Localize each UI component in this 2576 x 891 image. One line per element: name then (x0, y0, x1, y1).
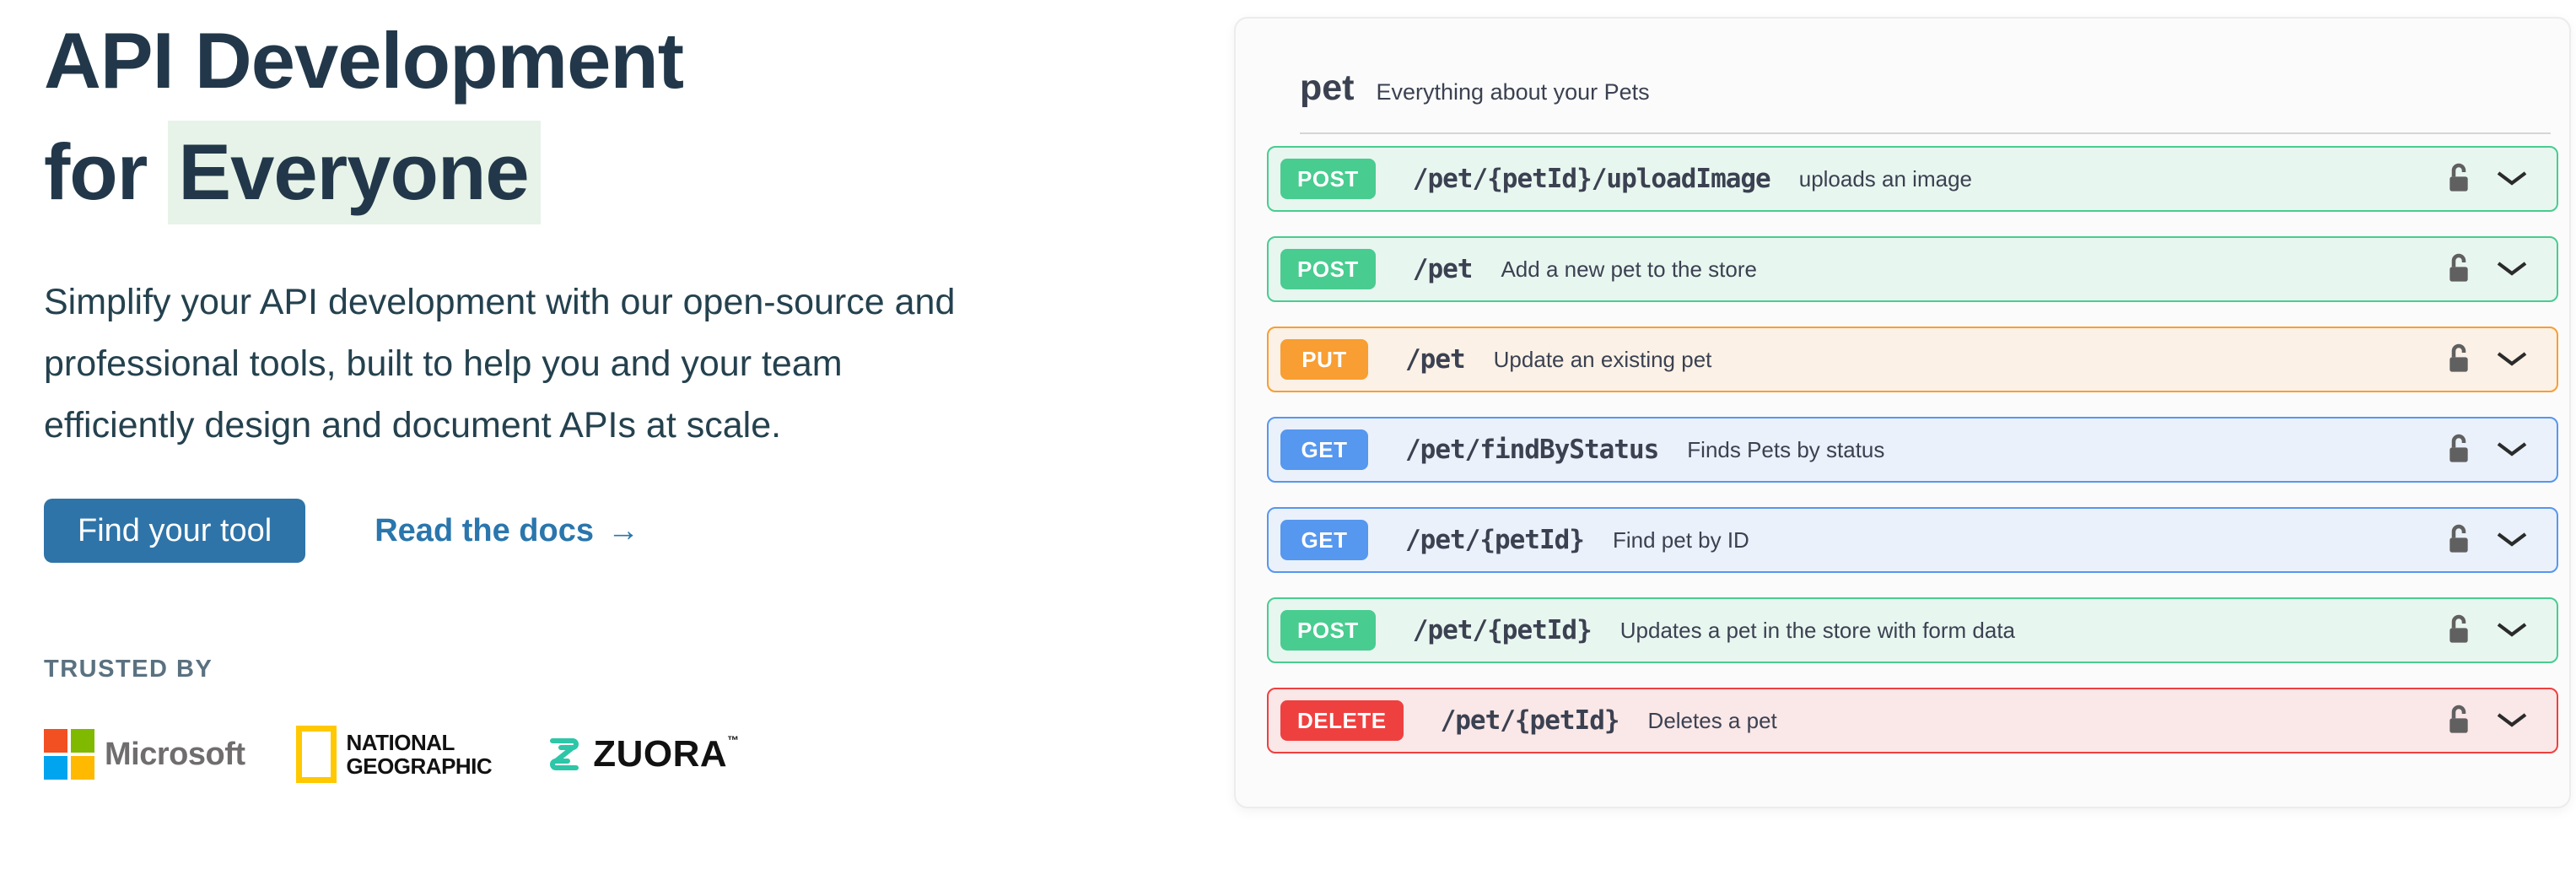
unlock-icon[interactable] (2445, 523, 2472, 557)
natgeo-line2: GEOGRAPHIC (346, 753, 493, 779)
endpoint-row-icons (2445, 704, 2557, 737)
http-method-badge: DELETE (1280, 700, 1404, 741)
unlock-icon[interactable] (2445, 252, 2472, 286)
api-tag-description: Everything about your Pets (1376, 79, 1650, 105)
chevron-down-icon[interactable] (2496, 441, 2528, 458)
chevron-down-icon[interactable] (2496, 170, 2528, 187)
unlock-icon[interactable] (2445, 704, 2472, 737)
read-the-docs-label: Read the docs (375, 512, 594, 548)
endpoint-row-icons (2445, 252, 2557, 286)
endpoint-row-icons (2445, 343, 2557, 376)
endpoint-row[interactable]: POST /pet/{petId} Updates a pet in the s… (1267, 597, 2558, 663)
chevron-down-icon[interactable] (2496, 532, 2528, 548)
endpoint-path: /pet/{petId} (1405, 525, 1585, 555)
endpoint-row[interactable]: GET /pet/findByStatus Finds Pets by stat… (1267, 417, 2558, 483)
find-your-tool-button[interactable]: Find your tool (44, 499, 306, 563)
http-method-badge: GET (1280, 429, 1368, 470)
api-tag-header: pet Everything about your Pets (1236, 19, 2569, 109)
natgeo-frame-icon (295, 726, 337, 783)
natgeo-line1: NATIONAL (346, 730, 455, 755)
title-line-1: API Development (44, 16, 684, 105)
endpoint-summary: uploads an image (1798, 165, 1972, 192)
http-method-badge: POST (1280, 249, 1376, 289)
read-the-docs-link[interactable]: Read the docs → (375, 513, 639, 549)
endpoints-list: POST /pet/{petId}/uploadImage uploads an… (1267, 146, 2558, 753)
hero-section: API Development for Everyone Simplify yo… (44, 0, 1191, 783)
unlock-icon[interactable] (2445, 343, 2472, 376)
endpoint-path: /pet/{petId} (1440, 705, 1620, 736)
chevron-down-icon[interactable] (2496, 351, 2528, 368)
microsoft-wordmark: Microsoft (105, 736, 245, 772)
endpoint-path: /pet (1405, 344, 1466, 375)
zuora-wordmark: ZUORA™ (593, 733, 739, 775)
endpoint-summary: Update an existing pet (1493, 346, 1712, 372)
zuora-glyph-icon (550, 738, 579, 770)
unlock-icon[interactable] (2445, 433, 2472, 467)
arrow-right-icon: → (606, 512, 639, 548)
http-method-badge: PUT (1280, 339, 1368, 380)
endpoint-row[interactable]: GET /pet/{petId} Find pet by ID (1267, 507, 2558, 573)
http-method-badge: GET (1280, 520, 1368, 560)
hero-description: Simplify your API development with our o… (44, 282, 956, 446)
chevron-down-icon[interactable] (2496, 712, 2528, 729)
divider (1300, 132, 2551, 134)
chevron-down-icon[interactable] (2496, 261, 2528, 278)
endpoint-row-icons (2445, 433, 2557, 467)
title-line-2-prefix: for (44, 127, 169, 216)
zuora-trademark: ™ (727, 733, 740, 747)
zuora-logo: ZUORA™ (544, 733, 739, 775)
endpoint-path: /pet/{petId}/uploadImage (1412, 164, 1771, 194)
endpoint-row[interactable]: PUT /pet Update an existing pet (1267, 327, 2558, 392)
endpoint-row[interactable]: POST /pet/{petId}/uploadImage uploads an… (1267, 146, 2558, 212)
endpoint-row[interactable]: POST /pet Add a new pet to the store (1267, 236, 2558, 302)
endpoint-path: /pet/findByStatus (1405, 435, 1659, 465)
page-title: API Development for Everyone (44, 5, 1191, 228)
endpoint-path: /pet (1412, 254, 1474, 284)
api-tag-name: pet (1300, 68, 1355, 108)
endpoint-summary: Add a new pet to the store (1501, 256, 1757, 282)
microsoft-squares-icon (44, 729, 94, 780)
title-highlight: Everyone (168, 121, 541, 224)
natgeo-wordmark: NATIONAL GEOGRAPHIC (347, 731, 493, 778)
endpoint-path: /pet/{petId} (1412, 615, 1592, 645)
swagger-api-panel: pet Everything about your Pets POST /pet… (1234, 17, 2571, 808)
trusted-by-label: TRUSTED BY (44, 656, 213, 683)
microsoft-logo: Microsoft (44, 729, 245, 780)
trusted-logos-row: Microsoft NATIONAL GEOGRAPHIC ZUORA™ (44, 726, 1191, 783)
endpoint-summary: Updates a pet in the store with form dat… (1619, 617, 2016, 643)
zuora-word: ZUORA (593, 733, 728, 775)
endpoint-summary: Deletes a pet (1647, 707, 1777, 733)
endpoint-row[interactable]: DELETE /pet/{petId} Deletes a pet (1267, 688, 2558, 753)
endpoint-row-icons (2445, 162, 2557, 196)
http-method-badge: POST (1280, 159, 1376, 199)
national-geographic-logo: NATIONAL GEOGRAPHIC (295, 726, 493, 783)
unlock-icon[interactable] (2445, 613, 2472, 647)
endpoint-row-icons (2445, 613, 2557, 647)
cta-row: Find your tool Read the docs → (44, 499, 1191, 563)
endpoint-summary: Finds Pets by status (1687, 436, 1885, 462)
endpoint-row-icons (2445, 523, 2557, 557)
http-method-badge: POST (1280, 610, 1376, 651)
chevron-down-icon[interactable] (2496, 622, 2528, 639)
unlock-icon[interactable] (2445, 162, 2472, 196)
endpoint-summary: Find pet by ID (1612, 526, 1749, 553)
